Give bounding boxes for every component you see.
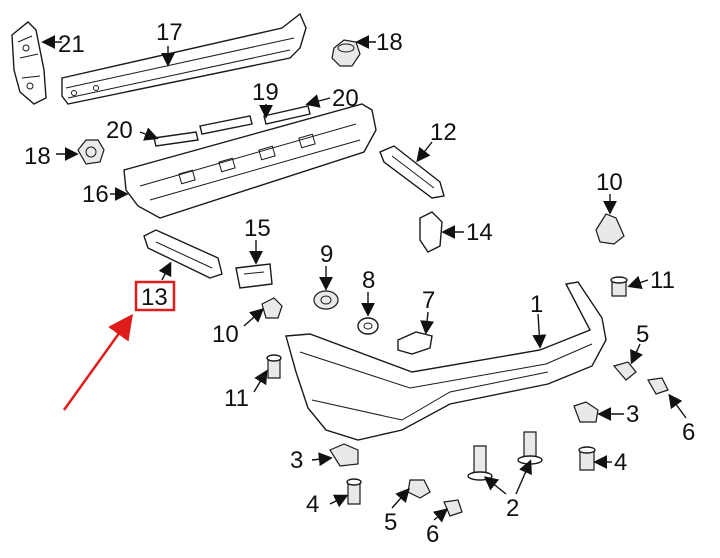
part-13-left-bracket [143, 229, 223, 279]
part-2-clip-right [517, 431, 543, 465]
callout-18-upper: 18 [376, 29, 403, 56]
part-4-bolt-right [578, 446, 596, 471]
callout-18-left: 18 [24, 143, 51, 170]
callout-10-left: 10 [212, 321, 239, 348]
callout-labels: 21 17 18 19 20 20 18 16 12 10 14 15 13 9… [24, 19, 695, 548]
part-3-nut-left [329, 443, 359, 467]
callout-11-right: 11 [650, 267, 675, 294]
part-2-clip-left [467, 445, 493, 481]
callout-21: 21 [58, 31, 85, 58]
callout-16: 16 [82, 181, 109, 208]
callout-8: 8 [362, 267, 375, 294]
part-19-stud [199, 115, 253, 135]
leader-lines [41, 35, 687, 523]
callout-6-right: 6 [682, 419, 695, 446]
callout-12: 12 [430, 119, 457, 146]
callout-17: 17 [156, 19, 183, 46]
part-4-bolt-left [346, 478, 362, 505]
part-10-clip-left [261, 297, 283, 319]
callout-14: 14 [466, 219, 493, 246]
callout-19: 19 [252, 79, 279, 106]
callout-20-left: 20 [106, 117, 133, 144]
callout-3-right: 3 [626, 401, 639, 428]
part-5-screw-left [407, 479, 431, 499]
part-3-nut-right [573, 401, 599, 423]
part-9-grommet [313, 290, 339, 310]
part-13-highlight-box [134, 280, 176, 312]
part-6-screw-right [647, 377, 669, 395]
callout-20-right: 20 [332, 85, 359, 112]
callout-5-right: 5 [636, 321, 649, 348]
callout-15: 15 [244, 215, 271, 242]
part-6-screw-left [443, 499, 463, 517]
part-18-nut-upper [331, 39, 361, 67]
callout-11-left: 11 [224, 385, 249, 412]
part-5-screw-right [612, 361, 637, 381]
part-14-retainer [419, 211, 443, 253]
callout-1: 1 [530, 291, 543, 318]
part-15-bracket [235, 263, 273, 289]
part-17-reinforcement-beam [61, 12, 307, 105]
part-18-nut-left [77, 139, 105, 165]
part-7-plug [397, 331, 433, 355]
part-20-stud-right [263, 105, 311, 125]
callout-4-right: 4 [614, 449, 627, 476]
part-16-energy-absorber [123, 103, 377, 219]
callout-9: 9 [320, 241, 333, 268]
callout-2: 2 [506, 495, 519, 522]
callout-13: 13 [141, 284, 168, 311]
part-11-bolt-left [266, 354, 282, 379]
part-21-side-bracket [11, 21, 47, 105]
callout-7: 7 [422, 287, 435, 314]
part-12-right-bracket [379, 145, 445, 199]
part-8-washer [357, 317, 379, 335]
callout-4-left: 4 [306, 491, 319, 518]
part-20-stud-left [153, 131, 199, 147]
callout-3-left: 3 [290, 447, 303, 474]
part-10-clip-right [595, 213, 625, 245]
part-1-bumper-cover [285, 281, 607, 441]
callout-5-left: 5 [384, 509, 397, 536]
part-11-bolt-right [610, 276, 628, 297]
callout-10-right: 10 [596, 169, 623, 196]
callout-6-left: 6 [426, 521, 439, 548]
part-13-highlight-arrow [62, 313, 133, 411]
